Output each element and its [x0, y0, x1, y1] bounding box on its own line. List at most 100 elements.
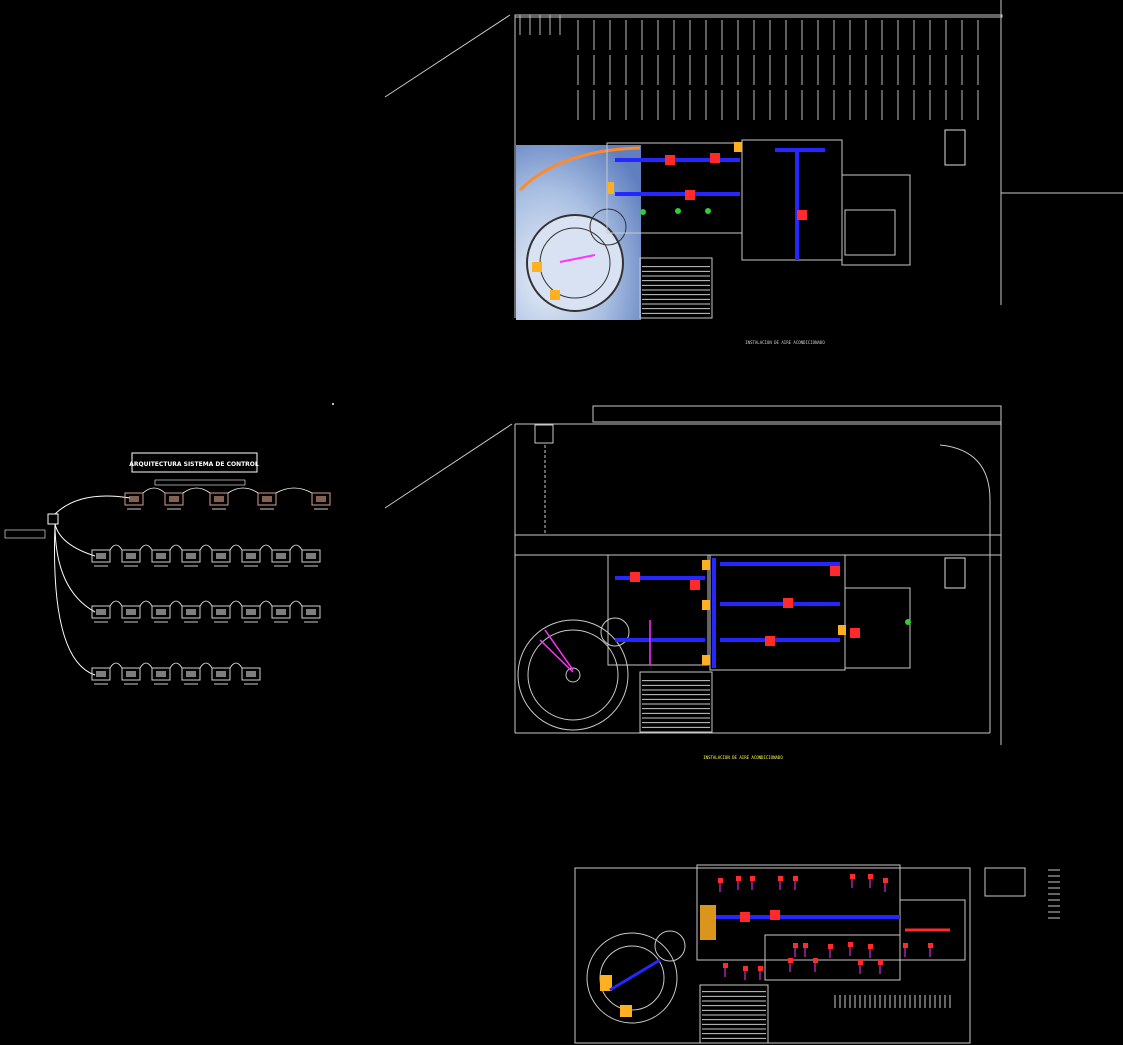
control-node — [241, 667, 261, 681]
lower-bottom-block — [764, 934, 901, 981]
control-link — [142, 487, 166, 494]
middle-stair-treads — [642, 680, 710, 728]
middle-duct-riser — [712, 558, 716, 668]
diffuser — [723, 963, 728, 968]
middle-ahu-4 — [765, 636, 775, 646]
diffuser — [850, 874, 855, 879]
control-link — [109, 662, 123, 669]
middle-unit-2 — [702, 600, 710, 610]
bus-line-4 — [54, 523, 96, 676]
upper-floor-plan — [384, 0, 1123, 320]
circular-tower-upper — [526, 214, 624, 312]
control-link — [289, 600, 303, 607]
middle-duct-run-4 — [720, 638, 840, 642]
upper-ahu-1 — [665, 155, 675, 165]
diffuser — [858, 960, 863, 965]
control-node-fill — [306, 553, 316, 559]
lower-ahu-2 — [770, 910, 780, 920]
control-node-fill — [169, 496, 179, 502]
control-node-fill — [186, 553, 196, 559]
control-link — [109, 544, 123, 551]
control-link — [259, 600, 273, 607]
diffuser — [743, 966, 748, 971]
control-bus-lines — [54, 495, 131, 676]
control-node — [301, 549, 321, 563]
middle-ahu-5 — [830, 566, 840, 576]
middle-thermostat — [905, 619, 911, 625]
middle-unit-3 — [702, 655, 710, 665]
middle-duct-run-5 — [615, 638, 705, 642]
spiral-stair-lower — [654, 930, 686, 962]
control-node — [211, 605, 231, 619]
control-link — [199, 662, 213, 669]
middle-duct-run-2 — [720, 562, 840, 566]
middle-unit-1 — [702, 560, 710, 570]
control-node-fill — [246, 671, 256, 677]
control-link — [199, 600, 213, 607]
upper-thermostat-1 — [640, 209, 646, 215]
middle-center-block — [709, 554, 846, 671]
control-node — [241, 605, 261, 619]
upper-ahu-4 — [797, 210, 807, 220]
control-link — [182, 487, 211, 494]
control-node — [211, 549, 231, 563]
upper-vehicle-symbol — [944, 129, 966, 166]
control-node — [181, 605, 201, 619]
upper-unit-1 — [734, 142, 742, 152]
control-node — [124, 492, 144, 506]
control-link — [289, 544, 303, 551]
lower-parking-marks — [834, 869, 1060, 1008]
control-link — [259, 544, 273, 551]
middle-ahu-3 — [783, 598, 793, 608]
upper-room-box — [844, 209, 896, 256]
lower-duct-run-1 — [715, 915, 900, 919]
lower-floor-plan — [574, 864, 1060, 1044]
control-link — [139, 600, 153, 607]
upper-duct-run-2 — [615, 192, 740, 196]
control-node-fill — [156, 609, 166, 615]
control-node — [121, 667, 141, 681]
diffuser — [883, 878, 888, 883]
upper-unit-3 — [532, 262, 542, 272]
control-architecture-diagram: ARQUITECTURA SISTEMA DE CONTROL — [4, 452, 331, 685]
middle-ahu-2 — [690, 580, 700, 590]
control-node — [164, 492, 184, 506]
circular-tower-core-middle — [565, 667, 581, 683]
controller-label-box — [4, 529, 46, 539]
control-subtitle-box — [154, 479, 246, 486]
control-node-fill — [246, 553, 256, 559]
control-node-fill — [216, 671, 226, 677]
middle-duct-run-3 — [720, 602, 840, 606]
control-node — [257, 492, 277, 506]
control-node-fill — [306, 609, 316, 615]
control-node — [311, 492, 331, 506]
control-link — [169, 662, 183, 669]
control-link — [169, 544, 183, 551]
diffuser — [778, 876, 783, 881]
control-node-fill — [216, 553, 226, 559]
control-link — [275, 487, 313, 494]
diffuser — [758, 966, 763, 971]
middle-curved-road — [939, 444, 991, 733]
upper-plan-top-edge — [514, 14, 1003, 18]
bus-line-2 — [54, 523, 96, 557]
middle-site-boundary — [384, 423, 513, 509]
control-node-fill — [316, 496, 326, 502]
control-link — [109, 600, 123, 607]
control-link — [229, 544, 243, 551]
control-node-fill — [156, 671, 166, 677]
control-node-fill — [262, 496, 272, 502]
bus-line-3 — [54, 523, 96, 613]
controller-node — [47, 513, 59, 525]
circular-tower-lower — [586, 932, 678, 1024]
middle-magenta-duct-1 — [544, 629, 574, 671]
site-boundary-line — [384, 14, 511, 98]
upper-ahu-3 — [685, 190, 695, 200]
middle-hvac-ducts — [539, 558, 911, 673]
lower-hvac-ducts — [600, 874, 950, 1017]
upper-unit-2 — [608, 182, 614, 194]
curved-facade — [518, 146, 641, 192]
upper-unit-4 — [550, 290, 560, 300]
upper-duct-riser — [795, 150, 799, 260]
diffuser — [788, 958, 793, 963]
